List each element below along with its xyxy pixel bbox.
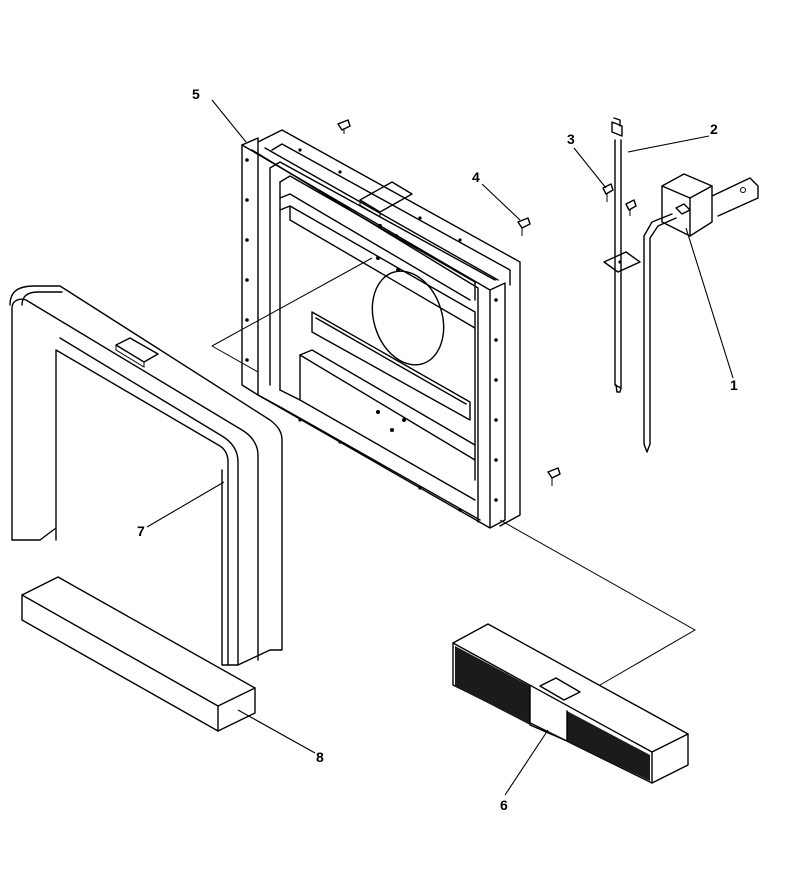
callout-labels: 1 2 3 4 5 6 7 8	[137, 86, 738, 813]
callout-2: 2	[710, 121, 718, 137]
screw-top[interactable]	[337, 119, 351, 134]
part-8-filler-block[interactable]	[21, 576, 256, 732]
wall-sleeve-housing[interactable]	[211, 129, 697, 686]
callout-5: 5	[192, 86, 200, 102]
part-6-front-panel[interactable]	[452, 623, 689, 784]
callout-4: 4	[472, 169, 480, 185]
callout-6: 6	[500, 797, 508, 813]
part-3-screw[interactable]	[602, 183, 637, 216]
leader-lines	[146, 99, 734, 796]
screw-lower[interactable]	[547, 467, 561, 486]
part-4-screw[interactable]	[517, 217, 531, 236]
part-5-gasket[interactable]	[241, 137, 506, 529]
callout-1: 1	[730, 377, 738, 393]
part-7-trim-frame[interactable]	[9, 285, 283, 666]
callout-8: 8	[316, 749, 324, 765]
part-1-thermostat[interactable]	[643, 173, 759, 453]
callout-7: 7	[137, 523, 145, 539]
part-2-sensor-probe[interactable]	[603, 117, 641, 393]
callout-3: 3	[567, 131, 575, 147]
